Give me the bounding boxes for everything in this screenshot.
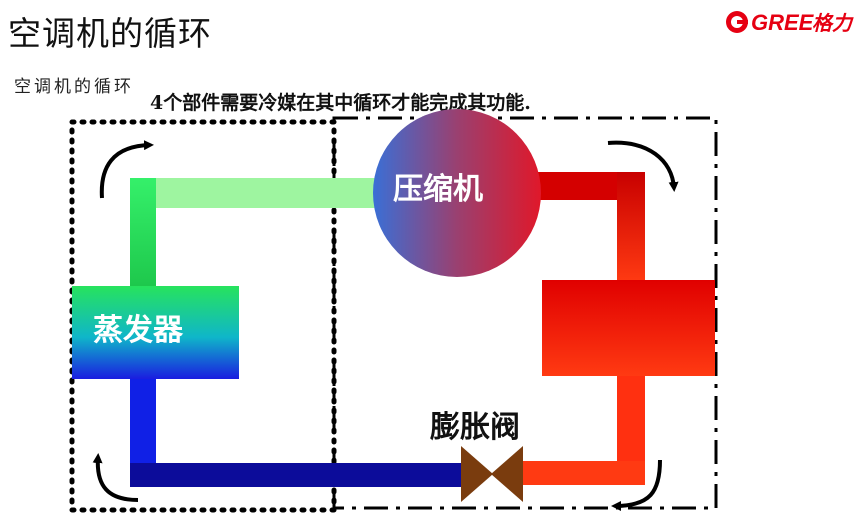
high-pressure-liquid-line (515, 461, 645, 485)
svg-text:格力: 格力 (812, 11, 854, 35)
liquid-line (130, 463, 470, 487)
indoor-unit-boundary (69, 119, 337, 513)
slide-subtitle: 空调机的循环 (14, 77, 134, 97)
condenser (542, 280, 715, 376)
gree-logo: GREE 格力 (726, 10, 854, 35)
evaporator (72, 286, 239, 379)
flow-arrow-top-right (607, 140, 679, 192)
evaporator-outlet-pipe (130, 178, 156, 286)
expansion-valve (461, 446, 523, 502)
flow-arrow-bottom-left (92, 453, 139, 502)
compressor-label: 压缩机 (393, 172, 483, 207)
flow-arrow-bottom-right (611, 459, 662, 511)
slide-title: 空调机的循环 (8, 14, 212, 53)
compressor (373, 109, 541, 277)
caption-text: 4个部件需要冷媒在其中循环才能完成其功能. (150, 92, 531, 114)
flow-arrow-top-left (99, 140, 154, 199)
svg-text:GREE: GREE (751, 10, 815, 35)
evaporator-label: 蒸发器 (93, 313, 183, 348)
suction-line (130, 178, 420, 208)
outdoor-unit-boundary (332, 116, 718, 510)
expansion-valve-label: 膨胀阀 (430, 410, 520, 445)
condenser-inlet-pipe (617, 172, 645, 282)
